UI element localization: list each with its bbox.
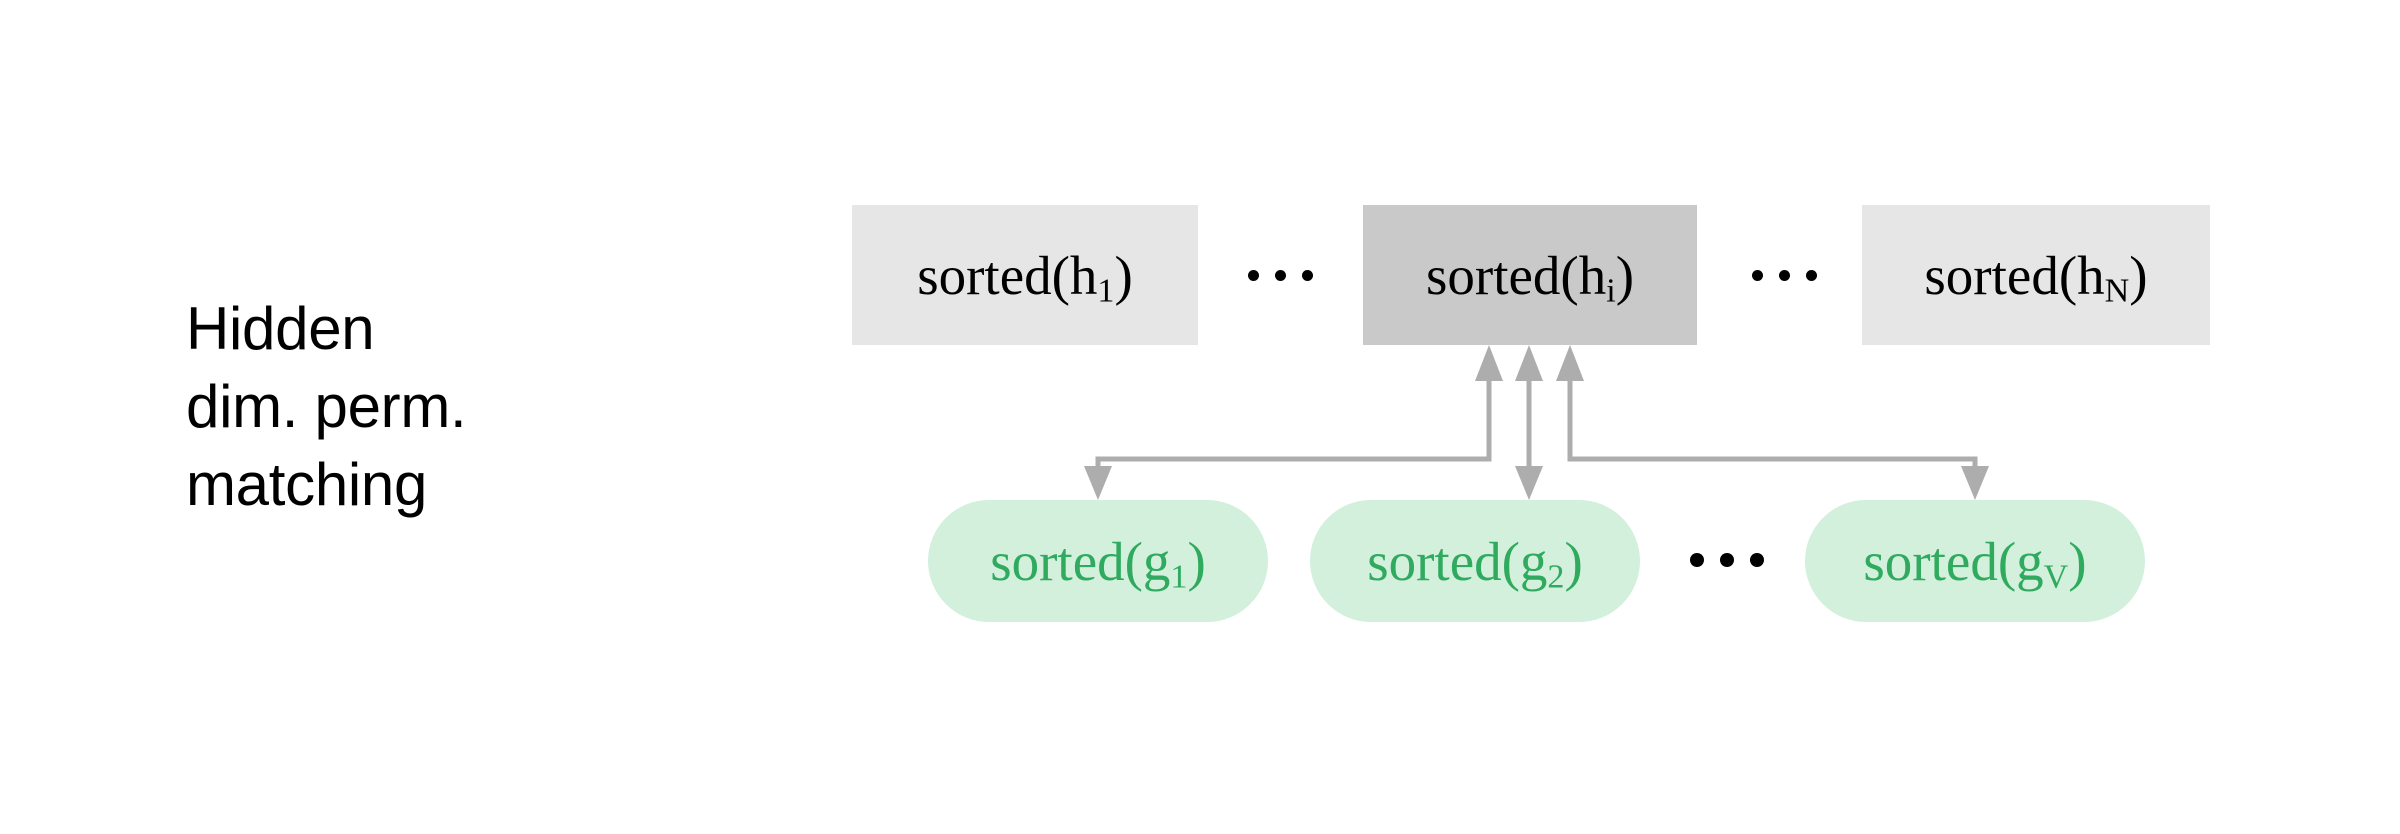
hidden-box-hN[interactable]: sorted(hN) — [1862, 205, 2210, 345]
page-title: Hidden dim. perm. matching — [186, 295, 467, 518]
group-pill-g1[interactable]: sorted(g1) — [928, 500, 1268, 622]
ellipsis-dot — [1275, 270, 1286, 281]
ellipsis-dot — [1779, 270, 1790, 281]
ellipsis-dot — [1806, 270, 1817, 281]
group-pill-g1-label: sorted(g1) — [990, 530, 1206, 595]
group-pill-gV-label: sorted(gV) — [1863, 530, 2087, 595]
ellipsis-dot — [1752, 270, 1763, 281]
group-pill-g2[interactable]: sorted(g2) — [1310, 500, 1640, 622]
group-pill-gV[interactable]: sorted(gV) — [1805, 500, 2145, 622]
ellipsis-bottom — [1690, 553, 1764, 567]
ellipsis-dot — [1720, 553, 1734, 567]
ellipsis-dot — [1750, 553, 1764, 567]
hidden-box-hN-label: sorted(hN) — [1924, 244, 2148, 309]
group-pill-g2-label: sorted(g2) — [1367, 530, 1583, 595]
hidden-box-hi-label: sorted(hi) — [1425, 244, 1635, 309]
hidden-box-h1[interactable]: sorted(h1) — [852, 205, 1198, 345]
connector-g1-to-hi — [1084, 345, 1503, 500]
ellipsis-dot — [1248, 270, 1259, 281]
hidden-box-hi-highlighted[interactable]: sorted(hi) — [1363, 205, 1697, 345]
connector-g2-to-hi — [1515, 345, 1543, 500]
ellipsis-top-right — [1752, 270, 1817, 281]
hidden-box-h1-label: sorted(h1) — [917, 244, 1133, 309]
ellipsis-dot — [1302, 270, 1313, 281]
ellipsis-dot — [1690, 553, 1704, 567]
ellipsis-top-left — [1248, 270, 1313, 281]
connector-gV-to-hi — [1556, 345, 1989, 500]
